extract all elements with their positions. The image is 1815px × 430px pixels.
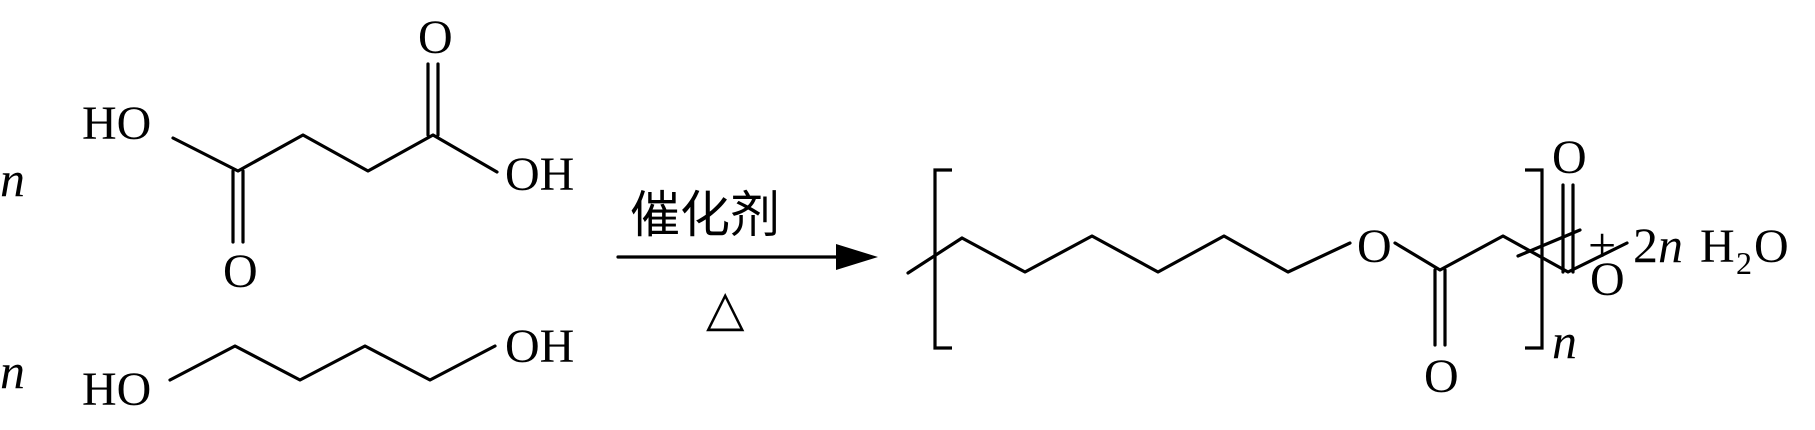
plus-sign: + [1588, 217, 1616, 273]
heat-label: △ [706, 279, 745, 337]
repeat-subscript: n [1552, 313, 1577, 369]
water-h: H [1700, 220, 1735, 273]
bond-cross-left [906, 236, 964, 275]
bracket-left [933, 168, 952, 350]
bracket-right [1525, 168, 1544, 350]
product-o-ester-right: O [1590, 253, 1625, 306]
product-o-carbonyl-top: O [1552, 131, 1587, 184]
arrow-head [836, 244, 878, 270]
reaction-arrow: 催化剂 △ [616, 186, 878, 337]
water-coefficient-number: 2 [1633, 217, 1658, 273]
water-coefficient-variable: n [1658, 217, 1683, 273]
catalyst-label: 催化剂 [630, 186, 780, 244]
bond-cross-right [1516, 228, 1582, 258]
product-o-ester-left: O [1357, 220, 1392, 273]
succinic-acid-oh: OH [505, 148, 574, 201]
butanediol: n HO OH [0, 320, 574, 416]
succinic-acid-ho: HO [82, 97, 151, 150]
product-o-carbonyl-bottom: O [1424, 350, 1459, 403]
product-succinyl-chain [1393, 234, 1629, 274]
butanediol-coefficient: n [0, 343, 25, 399]
water-o: O [1754, 220, 1789, 273]
succinic-acid-backbone [171, 133, 499, 174]
succinic-acid-coefficient: n [0, 151, 25, 207]
product-polymer: O O O O n [906, 131, 1629, 403]
succinic-acid: n HO OH O O [0, 11, 574, 298]
water-subscript: 2 [1736, 245, 1752, 281]
succinic-acid-o-top: O [418, 11, 453, 64]
butanediol-oh: OH [505, 320, 574, 373]
succinic-acid-o-bottom: O [223, 245, 258, 298]
butanediol-ho: HO [82, 363, 151, 416]
butanediol-backbone [168, 344, 497, 382]
product-butylene-chain [960, 234, 1352, 274]
byproduct-water: + 2 n H 2 O [1588, 217, 1789, 281]
